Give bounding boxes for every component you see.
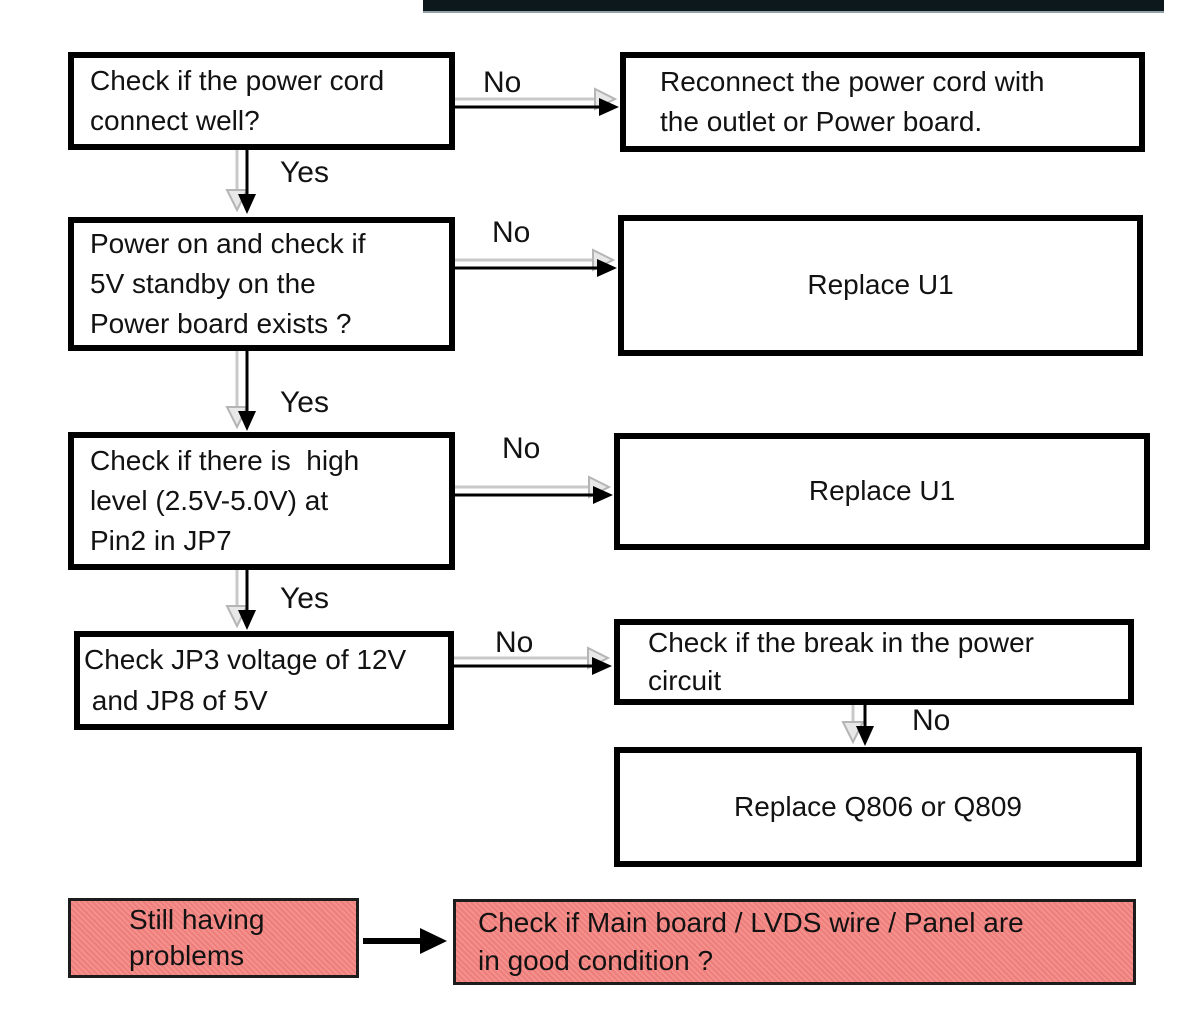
edge-label-yes-2: Yes <box>280 386 329 419</box>
node-text: Check JP3 voltage of 12V and JP8 of 5V <box>84 644 407 716</box>
flow-node-replace-u1-second: Replace U1 <box>614 433 1150 550</box>
flow-node-check-jp3-jp8-voltage: Check JP3 voltage of 12V and JP8 of 5V <box>74 631 454 730</box>
node-text: Check if Main board / LVDS wire / Panel … <box>478 907 1024 976</box>
flow-node-check-5v-standby: Power on and check if 5V standby on the … <box>68 217 455 351</box>
edge-label-no-4: No <box>495 626 534 659</box>
node-text: Check if there is high level (2.5V-5.0V)… <box>90 444 360 557</box>
flow-node-replace-u1-first: Replace U1 <box>618 215 1143 356</box>
node-text: Power on and check if 5V standby on the … <box>90 227 366 340</box>
edge-label-no-5: No <box>912 704 951 737</box>
edge-label-no-1: No <box>483 66 522 99</box>
node-text: Check if the break in the power circuit <box>648 627 1034 696</box>
edge-label-yes-3: Yes <box>280 582 329 615</box>
flow-node-check-mainboard-lvds-panel: Check if Main board / LVDS wire / Panel … <box>453 899 1136 985</box>
node-text: Replace U1 <box>807 269 954 301</box>
flow-node-check-power-circuit-break: Check if the break in the power circuit <box>614 619 1134 705</box>
node-text: Still having problems <box>129 903 265 971</box>
flow-node-still-having-problems: Still having problems <box>68 898 359 978</box>
cropped-top-box <box>423 0 1164 13</box>
edge-label-yes-1: Yes <box>280 156 329 189</box>
node-text: Replace Q806 or Q809 <box>734 790 1022 822</box>
flow-node-replace-q806-q809: Replace Q806 or Q809 <box>614 747 1142 867</box>
node-text: Check if the power cord connect well? <box>90 64 385 136</box>
flow-node-check-power-cord: Check if the power cord connect well? <box>68 52 455 150</box>
flow-node-check-jp7-pin2-level: Check if there is high level (2.5V-5.0V)… <box>68 432 455 570</box>
edge-label-no-2: No <box>492 216 531 249</box>
flow-node-reconnect-power-cord: Reconnect the power cord with the outlet… <box>620 52 1145 152</box>
node-text: Replace U1 <box>808 475 956 507</box>
node-text: Reconnect the power cord with the outlet… <box>660 65 1045 137</box>
edge-label-no-3: No <box>502 432 541 465</box>
